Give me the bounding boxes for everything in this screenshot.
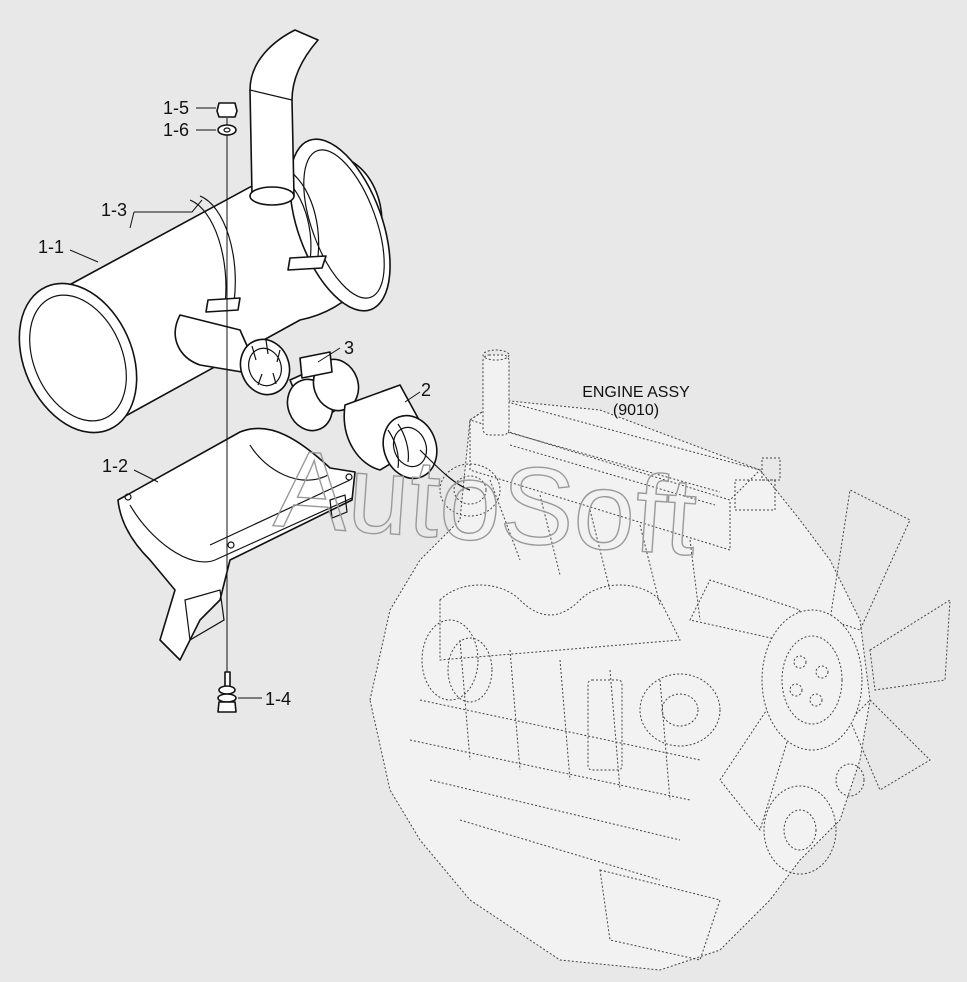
callout-1-2: 1-2 bbox=[102, 456, 128, 476]
callout-2: 2 bbox=[421, 380, 431, 400]
muffler bbox=[18, 29, 391, 434]
callout-leaders bbox=[69, 107, 421, 699]
callout-3: 3 bbox=[344, 338, 354, 358]
engine-assembly-drawing bbox=[369, 349, 951, 971]
washer-top bbox=[217, 124, 237, 136]
muffler-bracket bbox=[117, 427, 356, 661]
nut bbox=[216, 102, 238, 118]
callout-1-3: 1-3 bbox=[101, 200, 127, 220]
callout-1-5: 1-5 bbox=[163, 98, 189, 118]
flexible-pipe bbox=[343, 384, 438, 480]
watermark: AutoSoft bbox=[271, 427, 701, 579]
bolt-assembly bbox=[217, 671, 237, 713]
callout-1-6: 1-6 bbox=[163, 120, 189, 140]
engine-assy-label: ENGINE ASSY bbox=[582, 384, 690, 401]
callout-1-1: 1-1 bbox=[38, 237, 64, 257]
engine-fan-drawing bbox=[689, 489, 951, 832]
callout-1-4: 1-4 bbox=[265, 689, 291, 709]
engine-assy-code: (9010) bbox=[613, 402, 659, 419]
